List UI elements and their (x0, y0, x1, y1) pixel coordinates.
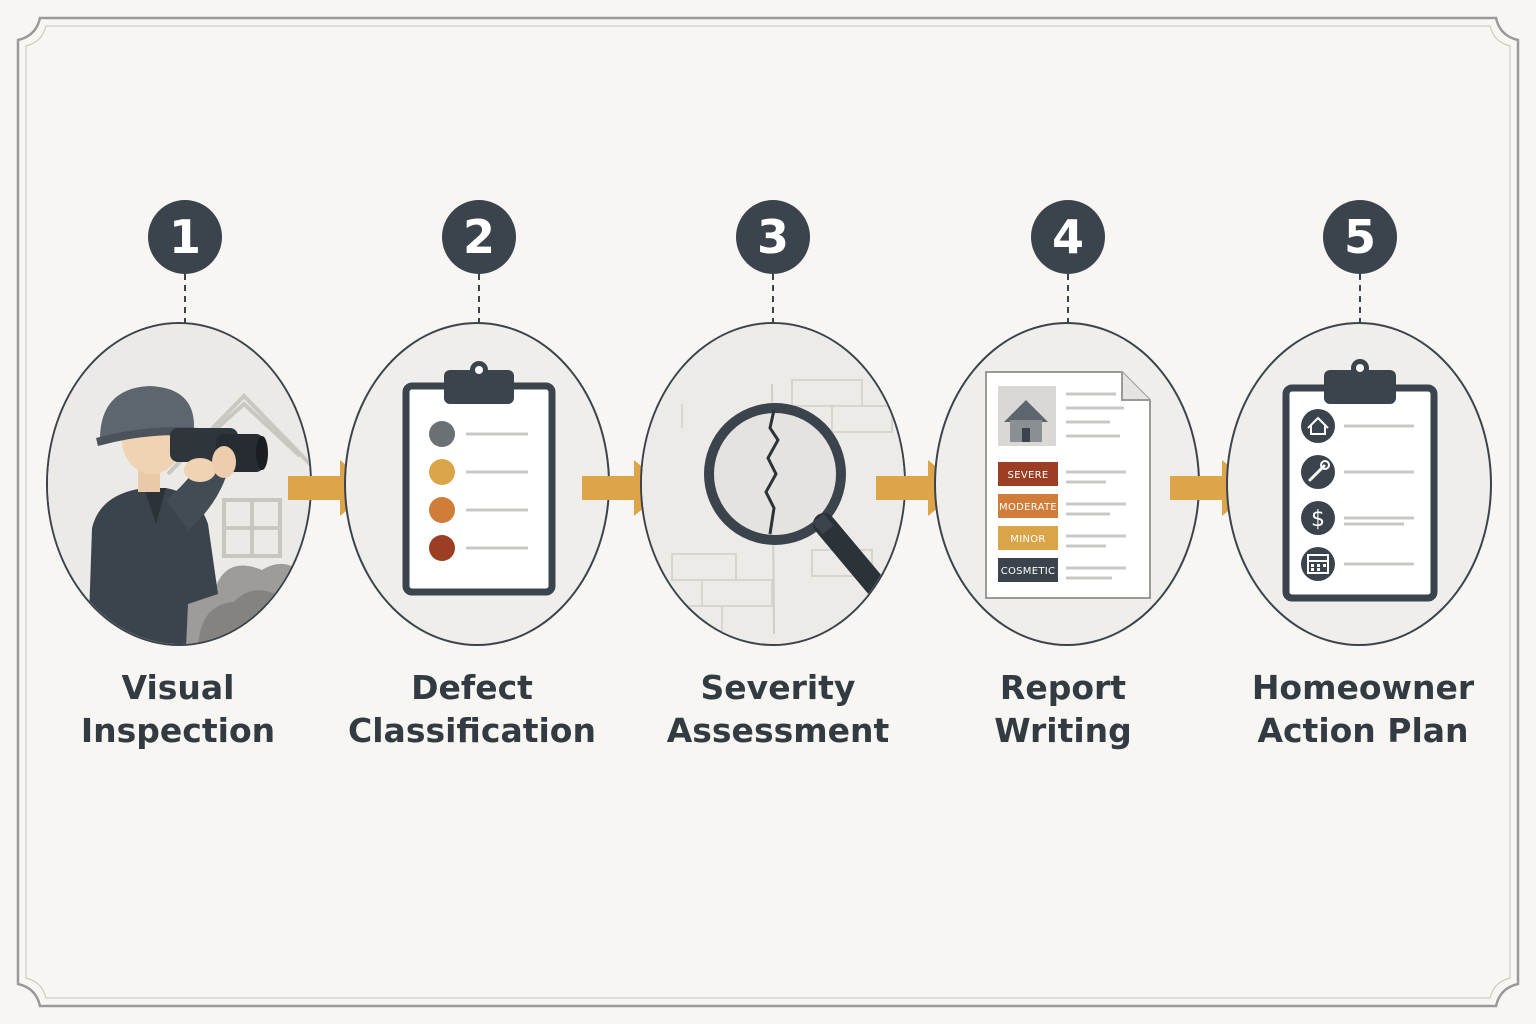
severity-tag-minor: MINOR (998, 526, 1058, 550)
step-5-label: Homeowner Action Plan (1203, 666, 1523, 752)
step-4-label-line1: Report (999, 668, 1127, 707)
magnifier-crack-icon (642, 324, 904, 644)
step-4-number-badge: 4 (1031, 200, 1105, 274)
step-2-number: 2 (462, 210, 495, 264)
step-4-label: Report Writing (903, 666, 1223, 752)
svg-text:MODERATE: MODERATE (999, 502, 1057, 513)
step-3-label-line2: Assessment (666, 711, 890, 750)
svg-text:MINOR: MINOR (1010, 534, 1045, 545)
step-2-label-line2: Classification (348, 711, 596, 750)
step-3-connector (772, 274, 774, 324)
step-4-connector (1067, 274, 1069, 324)
step-2-label: Defect Classification (312, 666, 632, 752)
inspector-binoculars-icon (48, 324, 310, 644)
svg-text:COSMETIC: COSMETIC (1001, 566, 1056, 577)
action-plan-clipboard-icon: $ (1282, 359, 1438, 602)
clipboard-dots-icon (402, 361, 556, 596)
step-2-label-line1: Defect (411, 668, 533, 707)
step-1-connector (184, 274, 186, 324)
severity-tag-severe: SEVERE (998, 462, 1058, 486)
step-1-number-badge: 1 (148, 200, 222, 274)
step-3-illustration (640, 322, 906, 646)
calendar-icon (1301, 547, 1335, 581)
step-1-label: Visual Inspection (18, 666, 338, 752)
home-icon (1301, 409, 1335, 443)
step-1-label-line2: Inspection (80, 711, 276, 750)
svg-text:SEVERE: SEVERE (1008, 470, 1049, 481)
step-1-number: 1 (168, 210, 201, 264)
step-3-number-badge: 3 (736, 200, 810, 274)
step-3-label: Severity Assessment (618, 666, 938, 752)
step-5-label-line2: Action Plan (1257, 711, 1469, 750)
svg-text:$: $ (1311, 507, 1325, 532)
severity-tag-moderate: MODERATE (998, 494, 1058, 518)
step-2-illustration (344, 322, 610, 646)
severity-tag-cosmetic: COSMETIC (998, 558, 1058, 582)
step-2-connector (478, 274, 480, 324)
report-document-icon: SEVERE MODERATE MINOR COSMETIC (985, 371, 1151, 599)
step-4-number: 4 (1051, 210, 1084, 264)
step-3-label-line1: Severity (700, 668, 856, 707)
step-4-illustration: SEVERE MODERATE MINOR COSMETIC (934, 322, 1200, 646)
dollar-icon: $ (1301, 501, 1335, 535)
wrench-icon (1301, 455, 1335, 489)
step-5-number: 5 (1343, 210, 1376, 264)
step-5-illustration: $ (1226, 322, 1492, 646)
step-1-illustration (46, 322, 312, 646)
step-5-connector (1359, 274, 1361, 324)
step-4-label-line2: Writing (994, 711, 1132, 750)
step-5-number-badge: 5 (1323, 200, 1397, 274)
step-2-number-badge: 2 (442, 200, 516, 274)
step-1-label-line1: Visual (121, 668, 235, 707)
step-3-number: 3 (756, 210, 789, 264)
step-5-label-line1: Homeowner (1251, 668, 1475, 707)
